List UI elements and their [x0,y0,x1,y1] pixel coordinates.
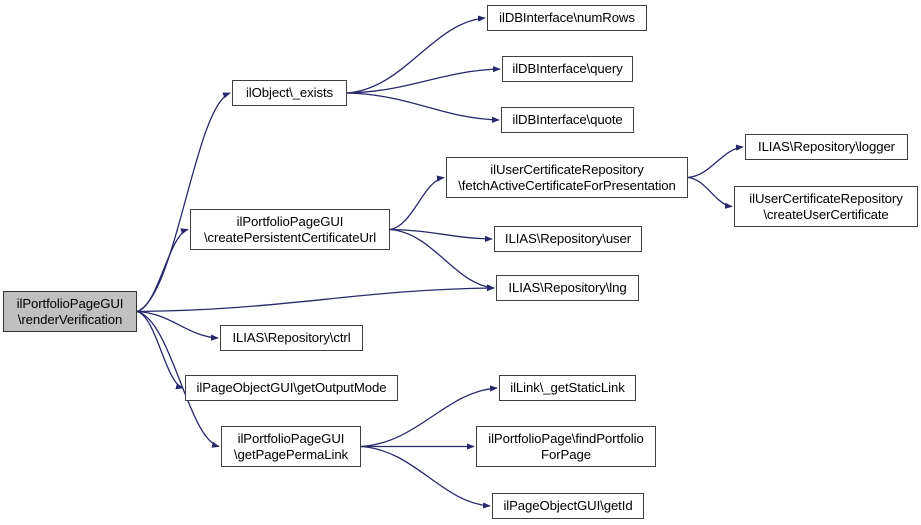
node-label: ilDBInterface\quote [512,112,623,128]
node-label: ilDBInterface\numRows [499,10,635,26]
node-ilias-repository-lng[interactable]: ILIAS\Repository\lng [496,275,639,301]
node-ildbinterface-query[interactable]: ilDBInterface\query [502,56,633,82]
edge-createurl-to-lng [389,228,495,291]
node-label: ilPortfolioPage\findPortfolio ForPage [488,431,644,462]
node-ilias-repository-ctrl[interactable]: ILIAS\Repository\ctrl [220,325,363,351]
node-label: ilPortfolioPageGUI \createPersistentCert… [203,214,377,245]
node-ilportfoliopage-findportfolioforpage[interactable]: ilPortfolioPage\findPortfolio ForPage [476,426,656,467]
node-ilportfoliopagegui-getpagepermalink[interactable]: ilPortfolioPageGUI \getPagePermaLink [221,426,361,467]
node-label: ilDBInterface\query [512,61,623,77]
node-ilportfoliopagegui-createpersistentcertificateurl[interactable]: ilPortfolioPageGUI \createPersistentCert… [190,209,390,250]
node-label: ilPortfolioPageGUI \getPagePermaLink [233,431,349,462]
edge-exists-to-query [346,66,501,94]
node-ildbinterface-quote[interactable]: ilDBInterface\quote [501,107,634,133]
node-label: ilPortfolioPageGUI \renderVerification [16,296,124,327]
node-ilportfoliopagegui-renderverification[interactable]: ilPortfolioPageGUI \renderVerification [3,291,137,332]
node-label: ilPageObjectGUI\getId [503,498,633,514]
node-label: ILIAS\Repository\user [504,231,632,247]
node-ilusercertificaterepository-fetchactivecertificateforpresentation[interactable]: ilUserCertificateRepository \fetchActive… [446,157,688,198]
node-label: ILIAS\Repository\ctrl [232,330,351,346]
node-ilpageobjectgui-getid[interactable]: ilPageObjectGUI\getId [492,493,644,519]
edge-permalink-to-getid [360,445,491,509]
node-ilpageobjectgui-getoutputmode[interactable]: ilPageObjectGUI\getOutputMode [185,375,398,401]
node-ildbinterface-numrows[interactable]: ilDBInterface\numRows [487,5,647,31]
edge-root-to-ctrl [136,310,219,341]
edge-exists-to-quote [346,92,500,123]
node-ilobject-exists[interactable]: ilObject\_exists [232,80,347,106]
edge-exists-to-numrows [346,15,486,94]
edge-root-to-ilobject-exists [136,92,231,313]
edge-fetchactive-to-logger [687,144,744,179]
node-ilias-repository-user[interactable]: ILIAS\Repository\user [494,226,642,252]
node-illink-getstaticlink[interactable]: ilLink\_getStaticLink [499,375,636,401]
node-label: ilObject\_exists [245,85,334,101]
node-label: ILIAS\Repository\logger [758,139,895,155]
edge-root-to-lng [136,284,495,313]
edge-root-to-createpersistentcertificateurl [136,228,189,313]
node-label: ilLink\_getStaticLink [510,380,625,396]
node-label: ilUserCertificateRepository \createUserC… [749,191,903,222]
node-label: ilPageObjectGUI\getOutputMode [196,380,387,396]
node-label: ilUserCertificateRepository \fetchActive… [458,162,676,193]
node-label: ILIAS\Repository\lng [508,280,627,296]
node-ilias-repository-logger[interactable]: ILIAS\Repository\logger [745,134,908,160]
edge-fetchactive-to-createusercertificate [687,176,733,209]
node-ilusercertificaterepository-createusercertificate[interactable]: ilUserCertificateRepository \createUserC… [734,186,918,227]
edge-createurl-to-user [389,228,493,243]
edge-root-to-getoutputmode [136,310,184,390]
edge-createurl-to-fetchactive [389,175,445,231]
